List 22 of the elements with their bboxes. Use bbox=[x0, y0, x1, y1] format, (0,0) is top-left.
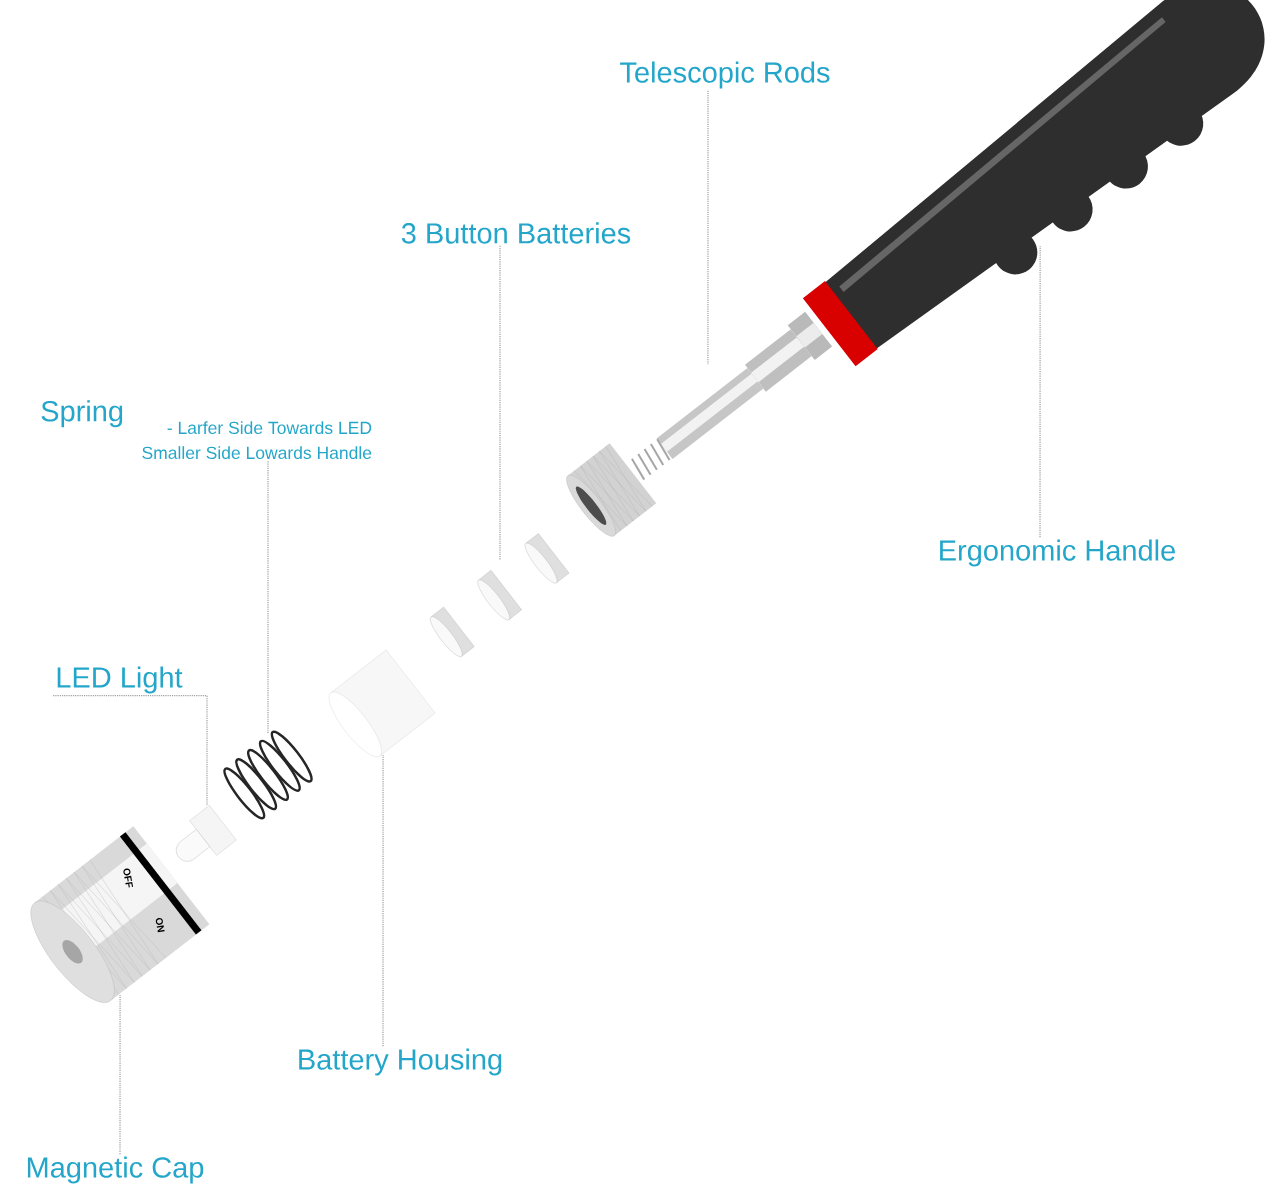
part-label: Battery Housing bbox=[299, 1048, 502, 1076]
cap-drawing bbox=[30, 826, 210, 1003]
switch-marking: ON bbox=[155, 917, 165, 933]
leader-line bbox=[707, 90, 709, 365]
part-label: Magnetic Cap bbox=[27, 1156, 204, 1184]
leader-line bbox=[499, 245, 501, 561]
rods-drawing bbox=[566, 311, 833, 537]
part-label: 3 Button Batteries bbox=[401, 222, 631, 244]
part-label: LED Light bbox=[57, 666, 183, 694]
housing-drawing bbox=[328, 649, 436, 758]
leader-line bbox=[1039, 245, 1041, 538]
led-drawing bbox=[176, 805, 237, 862]
spring-drawing bbox=[223, 730, 313, 820]
part-label: Ergonomic Handle bbox=[940, 539, 1175, 567]
part-label: Spring - Larfer Side Towards LED Smaller Side Lowards Handle bbox=[41, 400, 372, 460]
leader-line bbox=[119, 994, 121, 1155]
part-label: Telescopic Rods bbox=[620, 61, 830, 89]
batteries-drawing bbox=[430, 533, 570, 657]
leader-line bbox=[267, 460, 269, 734]
switch-marking: OFF bbox=[123, 868, 134, 888]
leader-line bbox=[52, 695, 208, 807]
leader-line bbox=[382, 754, 384, 1047]
